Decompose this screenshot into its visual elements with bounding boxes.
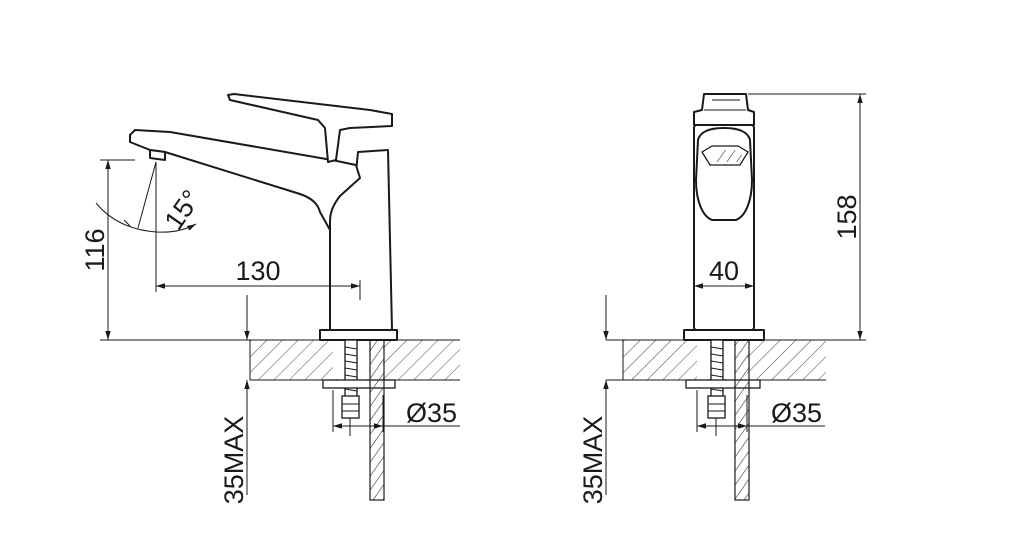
reach-dim-label: 130 <box>235 256 280 286</box>
angle-dim-label: 15° <box>159 185 207 236</box>
dimension-deck-front: 35MAX <box>578 295 609 505</box>
faucet-body-front <box>683 93 765 341</box>
front-view: 158 40 Ø35 35MAX <box>578 93 866 505</box>
mounting-hardware-side <box>322 339 396 501</box>
width-dim-label: 40 <box>709 256 739 286</box>
dimension-reach-side: 130 <box>155 162 361 300</box>
dimension-height-side: 116 <box>80 159 330 341</box>
dimension-hole-front: Ø35 <box>696 390 825 432</box>
dimension-height-front: 158 <box>748 93 866 341</box>
dimension-hole-side: Ø35 <box>332 390 460 432</box>
mounting-hardware-front <box>685 339 761 501</box>
deck-dim-label: 35MAX <box>219 416 249 505</box>
hole-dim-label: Ø35 <box>406 398 457 428</box>
deck-dim-label: 35MAX <box>578 416 608 505</box>
dimension-deck-side: 35MAX <box>219 295 250 505</box>
hole-dim-label: Ø35 <box>771 398 822 428</box>
height-dim-label: 158 <box>832 194 862 239</box>
height-dim-label: 116 <box>80 228 110 271</box>
dimension-angle-side: 15° <box>95 161 207 236</box>
side-view: 116 130 15° Ø35 35MAX <box>80 93 460 505</box>
dimension-width-front: 40 <box>694 256 754 289</box>
